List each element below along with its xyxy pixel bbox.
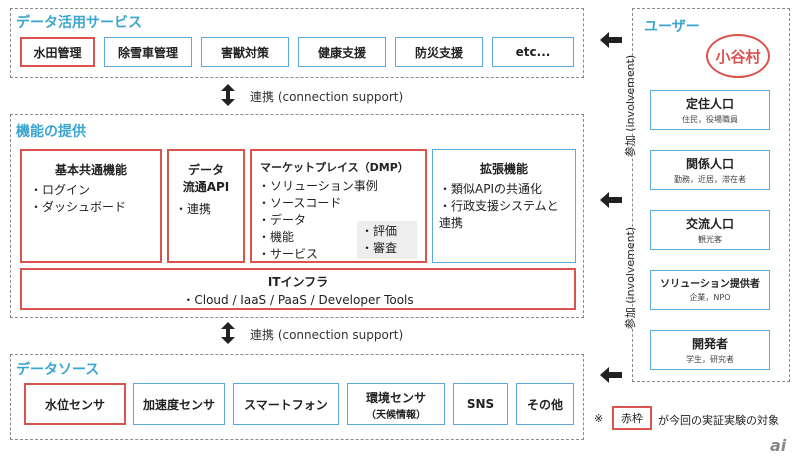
service-item: 害獣対策 (201, 37, 289, 67)
marketplace-box: マーケットプレイス（DMP） ソリューション事例 ソースコード データ 機能 サ… (250, 149, 427, 263)
functions-title: 機能の提供 (16, 124, 86, 140)
datasource-item: SNS (453, 383, 508, 425)
functions-section (10, 114, 584, 318)
legend-red-box: 赤枠 (612, 406, 652, 430)
datasource-item: 水位センサ (24, 383, 126, 425)
it-infra-detail: ・Cloud / IaaS / PaaS / Developer Tools (182, 293, 414, 307)
data-flow-api-item: 連携 (175, 201, 243, 218)
left-arrow-icon (600, 192, 622, 208)
marketplace-review-panel: 評価 審査 (357, 221, 417, 259)
service-item: 除雪車管理 (104, 37, 192, 67)
users-title: ユーザー (644, 19, 700, 35)
connection-label: 連携 (connection support) (250, 328, 404, 342)
user-group-sub: 住民，役場職員 (682, 115, 738, 124)
user-group-sub: 学生，研究者 (686, 355, 734, 364)
datasource-item: 環境センサ （天候情報） (347, 383, 445, 425)
basic-function-item: ダッシュボード (30, 199, 160, 216)
marketplace-item: ソースコード (258, 195, 425, 212)
it-infra-title: ITインフラ (267, 275, 329, 289)
services-section (10, 8, 584, 78)
datasource-item-sub: （天候情報） (366, 410, 426, 421)
user-group-sub: 観光客 (698, 235, 722, 244)
service-item: 防災支援 (395, 37, 483, 67)
extended-function-item: 行政支援システムと連携 (439, 198, 569, 232)
village-badge: 小谷村 (706, 34, 770, 78)
user-group-sub: 勤務，近居，滞在者 (674, 175, 746, 184)
user-group-title: 開発者 (691, 337, 728, 351)
user-group: 開発者 学生，研究者 (650, 330, 770, 370)
basic-function-item: ログイン (30, 182, 160, 199)
service-item: 健康支援 (298, 37, 386, 67)
user-group: 定住人口 住民，役場職員 (650, 90, 770, 130)
user-group-title: ソリューション提供者 (660, 279, 760, 290)
user-group: 交流人口 観光客 (650, 210, 770, 250)
datasource-title: データソース (16, 362, 100, 378)
marketplace-item: データ (258, 212, 425, 229)
ai-logo: ai (770, 436, 787, 455)
double-arrow-icon (221, 322, 235, 344)
double-arrow-icon (221, 84, 235, 106)
service-item: etc... (492, 37, 574, 67)
data-flow-api-title-1: データ (187, 163, 224, 177)
users-section (632, 8, 790, 382)
marketplace-item: ソリューション事例 (258, 178, 425, 195)
extended-function-box: 拡張機能 類似APIの共通化 行政支援システムと連携 (432, 149, 576, 263)
service-item: 水田管理 (20, 37, 95, 67)
datasource-item-label: 環境センサ (365, 391, 426, 405)
basic-function-box: 基本共通機能 ログイン ダッシュボード (20, 149, 162, 263)
datasource-item: スマートフォン (233, 383, 339, 425)
left-arrow-icon (600, 367, 622, 383)
user-group-title: 関係人口 (685, 157, 734, 171)
left-arrow-icon (600, 32, 622, 48)
marketplace-title: マーケットプレイス（DMP） (260, 161, 409, 174)
marketplace-sub-item: 評価 (361, 223, 417, 240)
datasource-section (10, 354, 584, 440)
connection-label: 連携 (connection support) (250, 90, 404, 104)
it-infra-box: ITインフラ ・Cloud / IaaS / PaaS / Developer … (20, 268, 576, 310)
user-group-title: 交流人口 (685, 217, 734, 231)
marketplace-sub-item: 審査 (361, 240, 417, 257)
user-group-sub: 企業，NPO (689, 293, 731, 302)
legend-mark: ※ (594, 412, 604, 425)
extended-function-title: 拡張機能 (479, 162, 528, 176)
user-group: ソリューション提供者 企業，NPO (650, 270, 770, 310)
datasource-item: 加速度センサ (133, 383, 225, 425)
extended-function-item: 類似APIの共通化 (439, 181, 569, 198)
legend-text: が今回の実証実験の対象 (658, 414, 779, 427)
basic-function-title: 基本共通機能 (54, 163, 127, 177)
data-flow-api-box: データ 流通API 連携 (167, 149, 245, 263)
marketplace-item: 機能 (258, 229, 425, 246)
data-flow-api-title-2: 流通API (182, 180, 230, 194)
datasource-item: その他 (516, 383, 574, 425)
services-title: データ活用サービス (16, 15, 142, 31)
marketplace-item: サービス (258, 246, 425, 263)
user-group-title: 定住人口 (685, 97, 734, 111)
user-group: 関係人口 勤務，近居，滞在者 (650, 150, 770, 190)
